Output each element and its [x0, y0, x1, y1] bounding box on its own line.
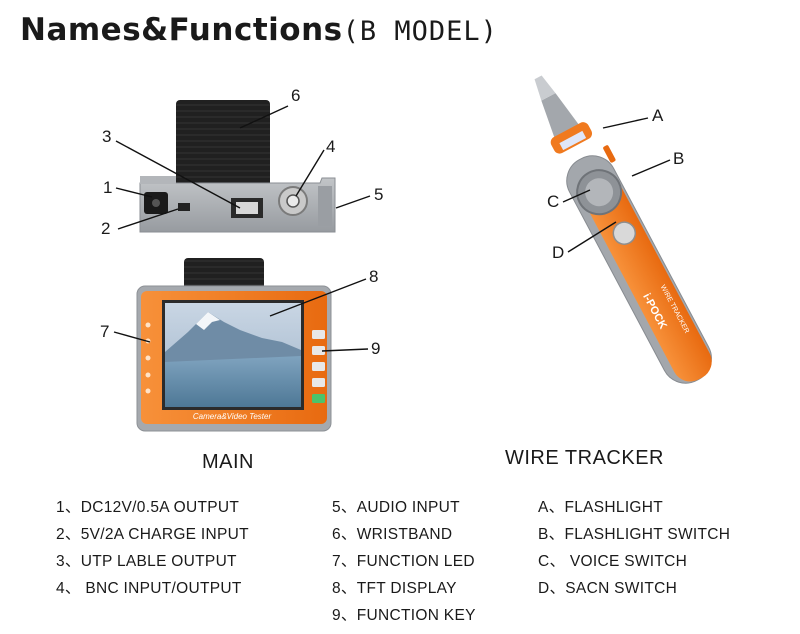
tester-front-view: Camera&Video Tester	[136, 258, 332, 432]
screen-caption: Camera&Video Tester	[193, 412, 272, 421]
callout-5: 5	[374, 185, 384, 204]
callout-7: 7	[100, 322, 110, 341]
callout-1: 1	[103, 178, 113, 197]
callout-D: D	[552, 243, 565, 262]
legend-item: 5、AUDIO INPUT	[332, 499, 460, 516]
legend-column-2: 5、AUDIO INPUT 6、WRISTBAND 7、FUNCTION LED…	[332, 494, 476, 629]
flashlight-lens	[559, 130, 587, 151]
legend-item: 4、 BNC INPUT/OUTPUT	[56, 580, 242, 597]
legend-item: B、FLASHLIGHT SWITCH	[538, 526, 731, 543]
section-wire-tracker: WIRE TRACKER	[505, 447, 664, 469]
legend-item: A、FLASHLIGHT	[538, 499, 664, 516]
section-main: MAIN	[202, 451, 254, 473]
callout-8: 8	[369, 267, 379, 286]
legend-item: 9、FUNCTION KEY	[332, 607, 476, 624]
wristband-front	[184, 258, 264, 292]
legend-item: 7、FUNCTION LED	[332, 553, 475, 570]
legend-item: 8、TFT DISPLAY	[332, 580, 457, 597]
title-model: (B MODEL)	[342, 16, 498, 47]
callout-9: 9	[371, 339, 381, 358]
tester-top-view	[139, 100, 336, 233]
usb-charge-port	[178, 203, 190, 211]
legend-item: D、SACN SWITCH	[538, 580, 678, 597]
legend-item: 6、WRISTBAND	[332, 526, 453, 543]
legend-column-3: A、FLASHLIGHT B、FLASHLIGHT SWITCH C、 VOIC…	[538, 494, 730, 602]
title-main: Names&Functions	[20, 12, 343, 48]
callout-A: A	[652, 106, 664, 125]
legend-item: C、 VOICE SWITCH	[538, 553, 688, 570]
callout-4: 4	[326, 137, 336, 156]
callout-3: 3	[102, 127, 112, 146]
leader-lines	[113, 105, 671, 352]
wire-tracker: i-POCK WIRE TRACKER	[534, 75, 712, 384]
page-title: Names&Functions(B MODEL)	[20, 12, 498, 48]
legend-column-1: 1、DC12V/0.5A OUTPUT 2、5V/2A CHARGE INPUT…	[56, 494, 249, 602]
callout-C: C	[547, 192, 560, 211]
scan-button	[612, 221, 637, 245]
legend-item: 3、UTP LABLE OUTPUT	[56, 553, 237, 570]
callout-B: B	[673, 149, 685, 168]
legend-item: 2、5V/2A CHARGE INPUT	[56, 526, 249, 543]
callout-2: 2	[101, 219, 111, 238]
wristband-top	[176, 100, 270, 205]
legend-item: 1、DC12V/0.5A OUTPUT	[56, 499, 240, 516]
callout-6: 6	[291, 86, 301, 105]
